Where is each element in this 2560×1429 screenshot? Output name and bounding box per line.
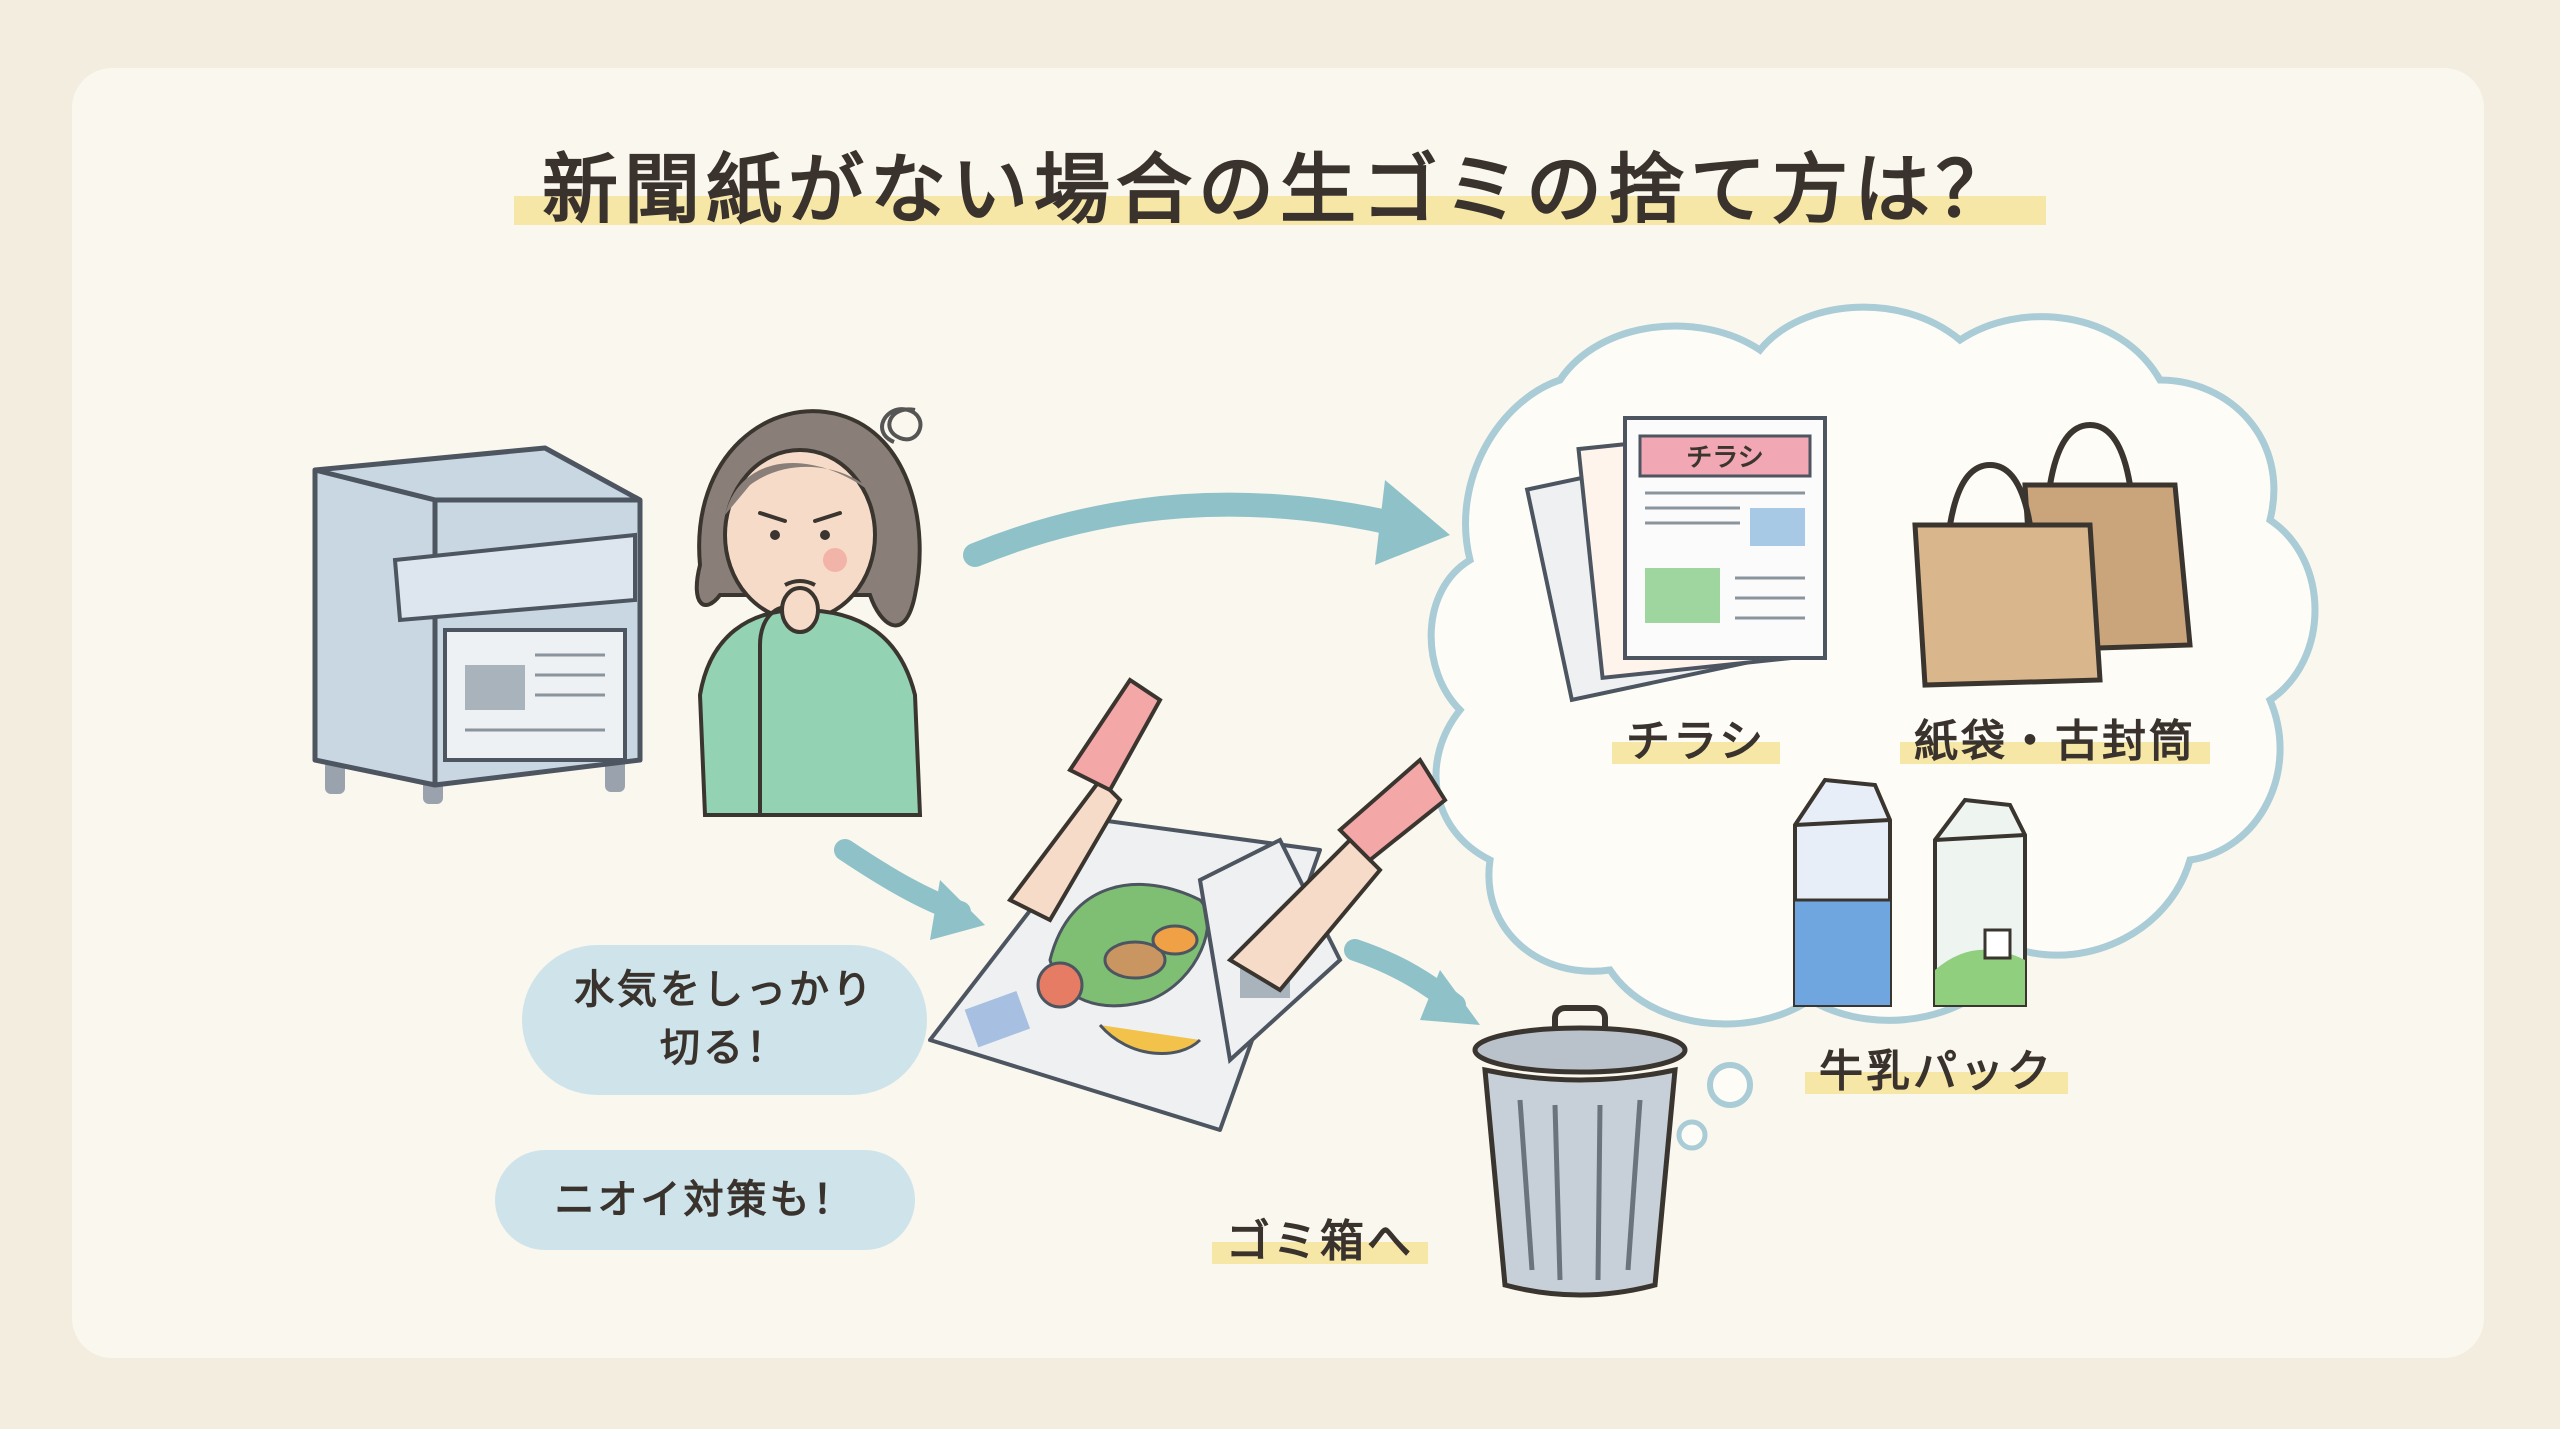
paper-bags-label: 紙袋・古封筒 (1900, 705, 2210, 769)
paper-bags-illustration (1912, 421, 2193, 688)
tip-bubble-drain-water: 水気をしっかり 切る！ (522, 945, 927, 1095)
title-area: 新聞紙がない場合の生ゴミの捨て方は？ (0, 128, 2560, 238)
tip-odor: ニオイ対策も！ (554, 1177, 856, 1223)
worried-person-illustration (694, 407, 923, 817)
wrapping-food-waste-illustration (928, 677, 1448, 1132)
trash-can-illustration (1472, 1005, 1688, 1298)
flyers-illustration: チラシ (1524, 416, 1827, 703)
tip-drain-line1: 水気をしっかり (574, 967, 875, 1013)
tip-drain-line2: 切る！ (660, 1025, 789, 1071)
milk-carton-label: 牛乳パック (1805, 1035, 2068, 1099)
trash-label: ゴミ箱へ (1212, 1205, 1428, 1269)
tip-bubble-odor: ニオイ対策も！ (495, 1150, 915, 1250)
milk-cartons-illustration (1793, 777, 2027, 1007)
page-title: 新聞紙がない場合の生ゴミの捨て方は？ (514, 128, 2046, 238)
flyer-label: チラシ (1612, 705, 1781, 769)
magazine-rack-illustration (312, 445, 643, 804)
flyer-badge-text: チラシ (1686, 443, 1763, 473)
